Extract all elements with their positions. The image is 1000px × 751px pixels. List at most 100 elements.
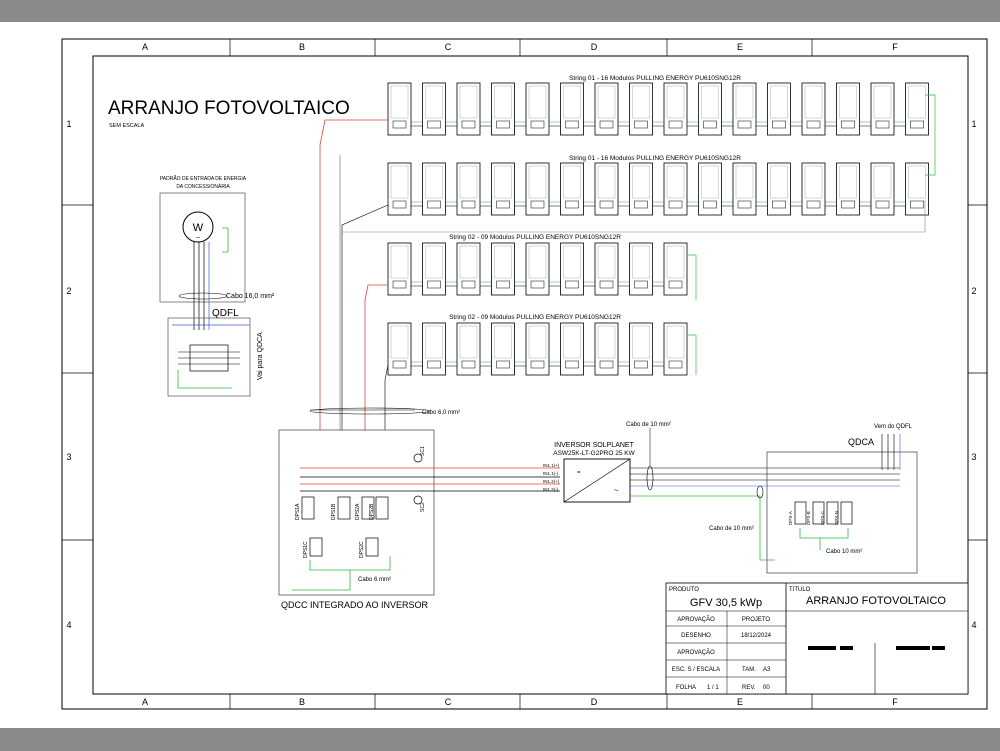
qdcc-dps1c: DPS1C [303, 541, 309, 558]
pv-module [525, 242, 550, 296]
pv-module [525, 322, 550, 376]
pv-module [456, 242, 481, 296]
tb-aprovacao2: APROVAÇÃO [677, 649, 715, 656]
ac-wiring [630, 428, 900, 561]
pv-module [560, 322, 584, 376]
pv-module-cell [425, 85, 443, 119]
pv-junction-box [530, 360, 545, 369]
pv-module-cell [666, 325, 685, 359]
pv-module-cell [597, 165, 616, 199]
title-block: PRODUTO GFV 30,5 kWp TITULO ARRANJO FOTO… [665, 582, 969, 695]
pv-junction-box [530, 200, 545, 209]
grid-col-B-bottom: B [299, 697, 305, 707]
tb-redacted-1 [808, 646, 836, 650]
pv-junction-box [737, 200, 752, 209]
pv-junction-box [461, 120, 476, 129]
pv-junction-box [392, 120, 407, 129]
meter-symbol: W [193, 222, 204, 234]
pv-module-cell [597, 245, 616, 279]
tb-produto-label: PRODUTO [669, 587, 699, 593]
grid-col-D-top: D [591, 42, 598, 52]
qdcc-dps2b: DPS2B [369, 503, 375, 520]
pv-module-cell [908, 85, 926, 119]
pv-string-4: String 02 - 09 Modulos PULLING ENERGY PU… [387, 314, 688, 376]
grid-row-1-left: 1 [66, 119, 71, 129]
tb-tam-label: TAM. [742, 667, 756, 673]
tb-redacted-2 [840, 646, 853, 650]
pv-module-cell [632, 165, 650, 199]
pv-module [456, 82, 481, 136]
pv-module-cell [839, 85, 857, 119]
pv-module-cell [425, 165, 443, 199]
pv-module-cell [459, 325, 478, 359]
pv-module [905, 82, 929, 136]
pv-module-cell [804, 165, 823, 199]
pv-module-cell [459, 245, 478, 279]
pv-module-cell [735, 85, 754, 119]
qdfl-ground [177, 370, 232, 389]
qdca-dps-a: DPS-A [788, 511, 793, 525]
inverter-line1: INVERSOR SOLPLANET [554, 442, 634, 449]
pv-module-cell [563, 325, 581, 359]
pv-module [629, 242, 653, 296]
pv-junction-box [772, 200, 786, 209]
pv-module [422, 162, 446, 216]
pv-junction-box [565, 280, 579, 289]
pv-module [801, 82, 826, 136]
qdcc-dps1b: DPS1B [331, 503, 337, 520]
pv-module-cell [666, 85, 685, 119]
pv-module [698, 82, 722, 136]
grid-col-E-bottom: E [737, 697, 743, 707]
pv-module-cell [528, 85, 547, 119]
pv-junction-box [392, 200, 407, 209]
pv-module-cell [459, 85, 478, 119]
pv-junction-box [737, 120, 752, 129]
pv-module [456, 322, 481, 376]
pv-string-1: String 01 - 16 Modulos PULLING ENERGY PU… [387, 75, 929, 136]
qdcc-panel: DPS1A DPS1B DPS2A DPS2B DPS1C DPS2C SC1 … [278, 429, 560, 610]
pv-junction-box [461, 200, 476, 209]
pv-module-cell [632, 245, 650, 279]
grid-row-4-right: 4 [971, 620, 976, 630]
pv-module-cell [459, 165, 478, 199]
pv-module [387, 322, 412, 376]
pv-junction-box [565, 200, 579, 209]
pv-module-cell [528, 165, 547, 199]
pv-strings: String 01 - 16 Modulos PULLING ENERGY PU… [387, 75, 929, 376]
pv-module-cell [390, 85, 409, 119]
pv-module [387, 242, 412, 296]
qdca-box [766, 451, 918, 574]
qdfl-panel: QDFL Vai para QDCA [167, 308, 264, 397]
grid-col-C-top: C [445, 42, 452, 52]
pv-junction-box [703, 120, 717, 129]
svg-text:~: ~ [614, 486, 619, 495]
tb-redacted-3 [896, 646, 930, 650]
qdcc-dps2c: DPS2C [359, 541, 365, 558]
tb-titulo-value: ARRANJO FOTOVOLTAICO [806, 595, 946, 607]
qdcc-dps2a: DPS2A [355, 503, 361, 520]
pv-module [525, 82, 550, 136]
inv-in3: IN1.2(+) [543, 479, 560, 484]
pv-junction-box [530, 120, 545, 129]
tb-rev-label: REV. [742, 685, 756, 691]
tb-folha-value: 1 / 1 [707, 685, 719, 691]
grid-row-3-right: 3 [971, 452, 976, 462]
pv-module-cell [597, 85, 616, 119]
pv-module [560, 162, 584, 216]
pv-module [387, 162, 412, 216]
entry-pattern: PADRÃO DE ENTRADA DE ENERGIA DA CONCESSI… [159, 175, 275, 330]
pv-module [560, 82, 584, 136]
tb-esc-label: ESC. S / ESCALA [672, 667, 720, 673]
pv-junction-box [530, 280, 545, 289]
pv-module [491, 82, 515, 136]
pv-junction-box [565, 120, 579, 129]
inner-frame [92, 55, 969, 695]
pv-module [629, 82, 653, 136]
string-label: String 02 - 09 Modulos PULLING ENERGY PU… [449, 234, 621, 241]
pv-junction-box [910, 200, 924, 209]
tb-date: 18/12/2024 [741, 633, 772, 639]
pv-module [456, 162, 481, 216]
pv-module [905, 162, 929, 216]
pv-junction-box [634, 280, 648, 289]
